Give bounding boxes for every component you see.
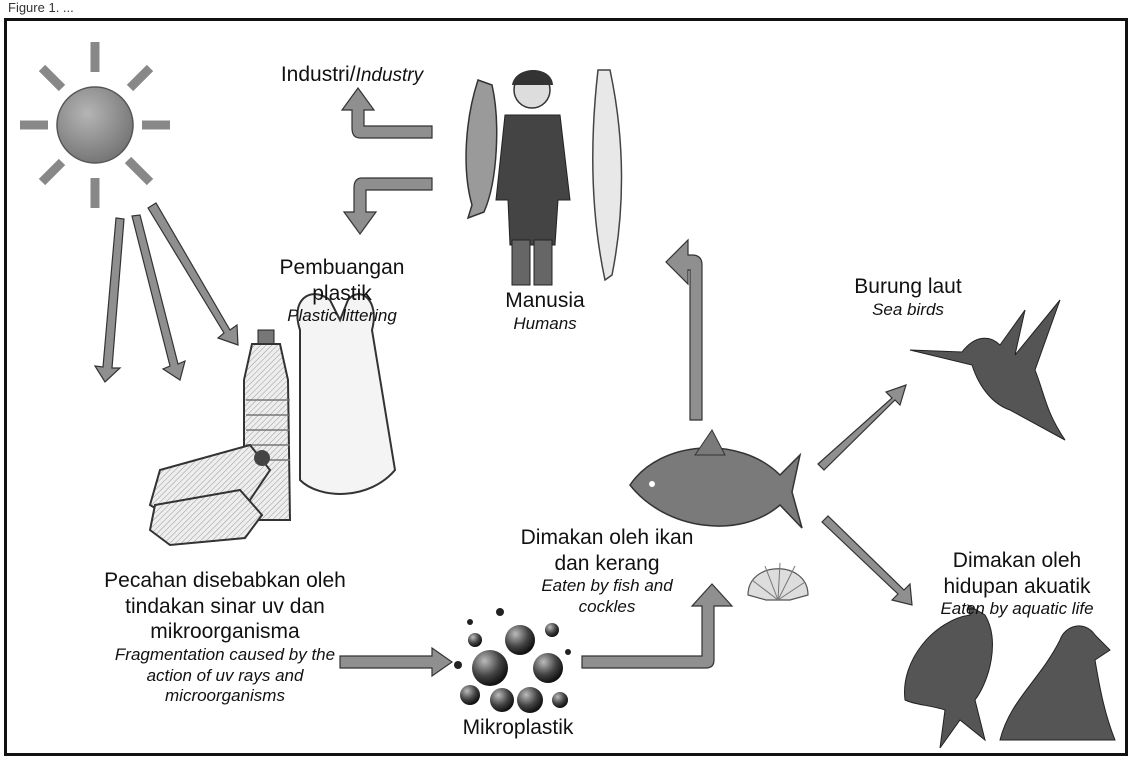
humans-english: Humans — [495, 314, 595, 335]
aquatic-malay-1: Dimakan oleh — [912, 548, 1122, 574]
label-fish-cockles: Dimakan oleh ikan dan kerang Eaten by fi… — [512, 525, 702, 618]
littering-malay-2: plastik — [262, 281, 422, 307]
fish-cockles-malay-1: Dimakan oleh ikan — [512, 525, 702, 551]
shell-icon — [748, 563, 808, 600]
fragmentation-malay-2: tindakan sinar uv dan — [80, 594, 370, 620]
human-output-arrows — [342, 88, 432, 234]
label-industry: Industri/Industry — [262, 62, 442, 88]
fish-cockles-english-2: cockles — [512, 597, 702, 618]
fish-cockles-english-1: Eaten by fish and — [512, 576, 702, 597]
uv-ray-arrows — [95, 203, 238, 382]
aquatic-english: Eaten by aquatic life — [912, 599, 1122, 620]
fragmentation-malay-1: Pecahan disebabkan oleh — [80, 568, 370, 594]
sea-bird-icon — [910, 300, 1065, 440]
microplastic-beads-icon — [454, 608, 571, 713]
human-fisherman-icon — [466, 70, 621, 285]
fragmentation-english-1: Fragmentation caused by the — [80, 645, 370, 666]
fragmentation-english-3: microorganisms — [80, 686, 370, 707]
seal-icon — [1000, 626, 1115, 740]
fish-icon — [630, 430, 802, 528]
humans-malay: Manusia — [495, 288, 595, 314]
fragmentation-english-2: action of uv rays and — [80, 666, 370, 687]
label-aquatic-life: Dimakan oleh hidupan akuatik Eaten by aq… — [912, 548, 1122, 620]
plastic-waste-icon — [150, 294, 395, 545]
label-sea-birds: Burung laut Sea birds — [838, 274, 978, 320]
sun-icon — [20, 42, 170, 208]
fragmentation-malay-3: mikroorganisma — [80, 619, 370, 645]
label-humans: Manusia Humans — [495, 288, 595, 334]
aquatic-malay-2: hidupan akuatik — [912, 574, 1122, 600]
fish-to-predator-arrows — [818, 385, 912, 605]
industry-english: Industry — [356, 65, 424, 86]
industry-malay: Industri/ — [281, 63, 356, 86]
seabirds-english: Sea birds — [838, 300, 978, 321]
seabirds-malay: Burung laut — [838, 274, 978, 300]
fish-cockles-malay-2: dan kerang — [512, 551, 702, 577]
label-plastic-littering: Pembuangan plastik Plastic littering — [262, 255, 422, 327]
fish-to-human-arrow — [666, 240, 702, 420]
label-microplastic: Mikroplastik — [448, 715, 588, 741]
dolphin-icon — [905, 605, 993, 748]
littering-malay-1: Pembuangan — [262, 255, 422, 281]
microplastic-malay: Mikroplastik — [448, 715, 588, 741]
label-fragmentation: Pecahan disebabkan oleh tindakan sinar u… — [80, 568, 370, 707]
littering-english: Plastic littering — [262, 306, 422, 327]
